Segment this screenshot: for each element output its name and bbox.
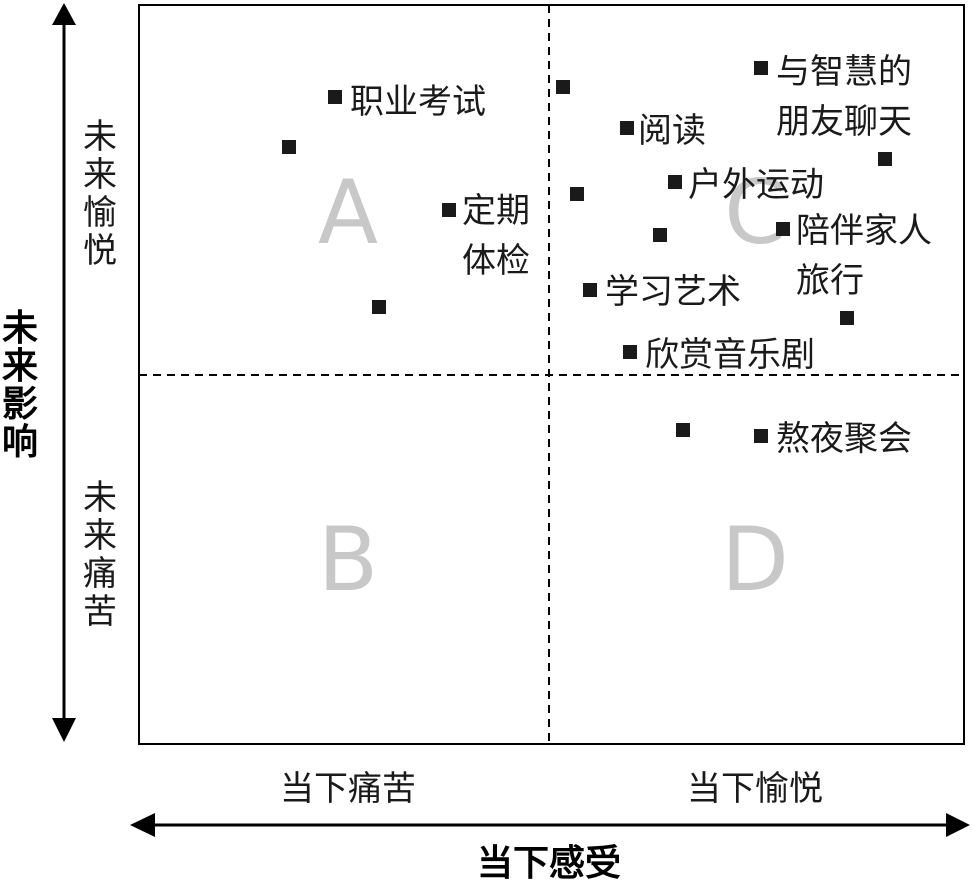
marker-unlabeled-3: [556, 80, 570, 94]
marker-career-exam: [328, 90, 342, 104]
marker-unlabeled-7: [840, 311, 854, 325]
x-right-label: 当下愉悦: [687, 769, 823, 809]
marker-unlabeled-5: [570, 187, 584, 201]
svg-text:来: 来: [2, 346, 38, 387]
label-career-exam: 职业考试: [350, 82, 486, 122]
svg-text:来: 来: [83, 516, 117, 556]
marker-late-party: [754, 429, 768, 443]
marker-art: [583, 283, 597, 297]
marker-reading: [620, 121, 634, 135]
marker-unlabeled-6: [653, 228, 667, 242]
marker-unlabeled-8: [676, 423, 690, 437]
markers: [282, 61, 892, 443]
label-musical: 欣赏音乐剧: [645, 335, 815, 375]
y-axis-arrow-down-icon: [52, 718, 76, 742]
svg-text:愉: 愉: [83, 193, 117, 233]
label-outdoor: 户外运动: [688, 165, 824, 205]
marker-wise-friends: [754, 61, 768, 75]
label-family-travel-1: 陪伴家人: [796, 211, 932, 251]
x-axis-arrow-left-icon: [130, 813, 155, 837]
label-checkup-1: 定期: [462, 191, 530, 231]
marker-checkup: [442, 203, 456, 217]
marker-outdoor: [668, 175, 682, 189]
marker-musical: [623, 345, 637, 359]
y-axis-title: 未 来 影 响: [2, 308, 38, 463]
svg-text:悦: 悦: [83, 231, 117, 271]
marker-unlabeled-4: [878, 152, 892, 166]
svg-text:未: 未: [83, 478, 117, 518]
quadrant-a-label: A: [318, 161, 378, 264]
quadrant-b-label: B: [318, 508, 378, 611]
marker-unlabeled-2: [372, 300, 386, 314]
quadrant-c-label: C: [724, 161, 785, 264]
y-top-label: 未 来 愉 悦: [83, 117, 117, 271]
y-bottom-label: 未 来 痛 苦: [83, 478, 117, 632]
y-axis-arrow-up-icon: [52, 3, 76, 25]
svg-text:来: 来: [83, 155, 117, 195]
label-art: 学习艺术: [605, 272, 741, 312]
svg-text:痛: 痛: [83, 554, 117, 594]
label-family-travel-2: 旅行: [796, 261, 864, 301]
marker-family-travel: [776, 222, 790, 236]
x-axis-arrow-right-icon: [946, 813, 970, 837]
svg-text:响: 响: [2, 422, 38, 463]
label-checkup-2: 体检: [462, 241, 530, 281]
x-axis-title: 当下感受: [477, 843, 621, 883]
label-reading: 阅读: [638, 111, 706, 151]
svg-text:未: 未: [2, 308, 38, 349]
svg-text:苦: 苦: [83, 592, 117, 632]
label-late-party: 熬夜聚会: [776, 419, 912, 459]
label-wise-friends-2: 朋友聊天: [776, 102, 912, 142]
quadrant-d-label: D: [721, 508, 789, 611]
marker-unlabeled-1: [282, 140, 296, 154]
x-left-label: 当下痛苦: [280, 769, 416, 809]
svg-text:影: 影: [2, 384, 38, 425]
label-wise-friends-1: 与智慧的: [776, 52, 912, 92]
svg-text:未: 未: [83, 117, 117, 157]
